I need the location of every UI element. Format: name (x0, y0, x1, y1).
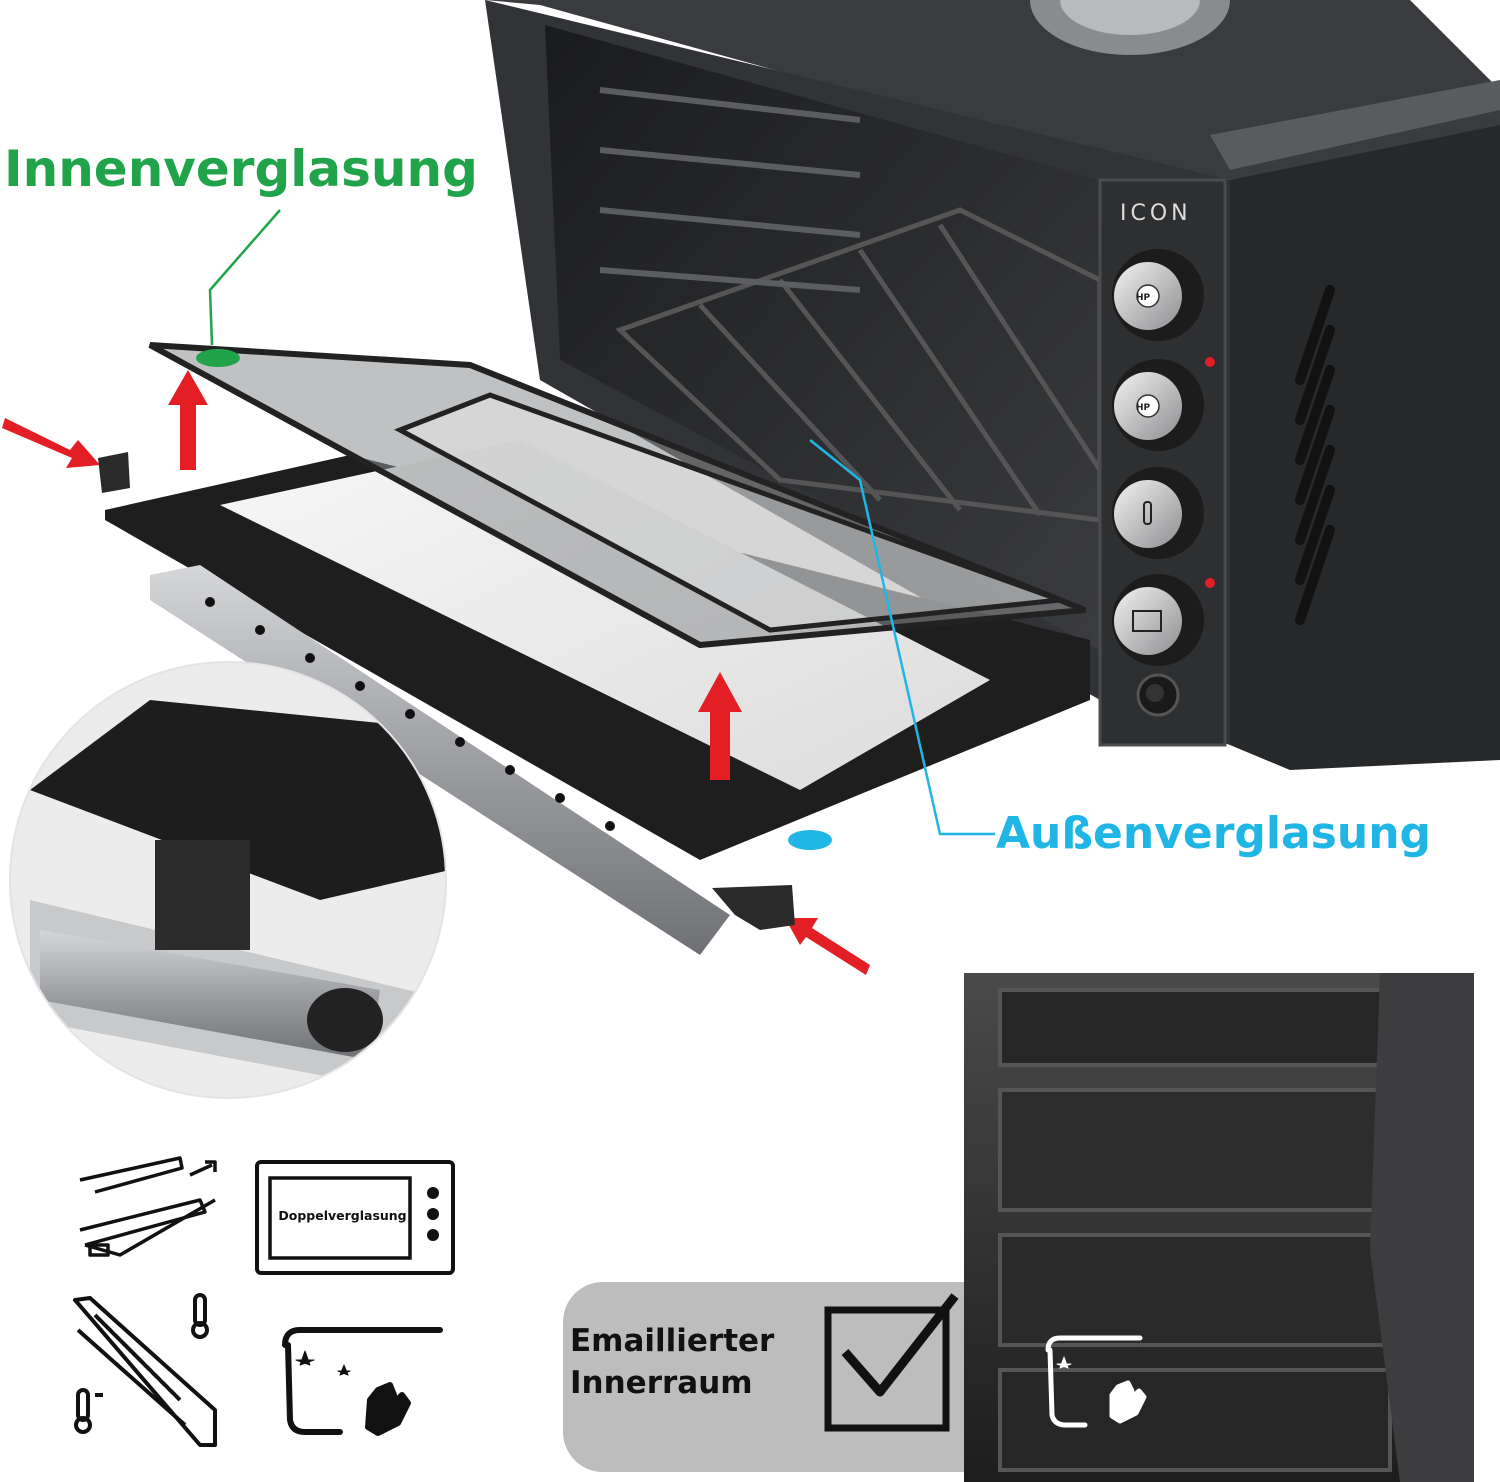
door-temperature-icon (73, 1293, 217, 1447)
outer-glass-pane (220, 440, 990, 790)
door-clip (98, 452, 130, 493)
temperature-knob[interactable] (1112, 467, 1204, 559)
oven (485, 0, 1500, 770)
knob-2[interactable] (1112, 359, 1204, 451)
side-vents (1295, 285, 1335, 625)
easy-clean-icon (1045, 1335, 1147, 1428)
arrow-up-icon (698, 672, 742, 780)
enamel-feature-text: Emaillierter Innerraum (570, 1320, 774, 1404)
knob-1[interactable] (1112, 249, 1204, 341)
outer-glazing-leader (788, 439, 995, 850)
mode-knob[interactable] (1112, 574, 1204, 666)
indicator-light (1205, 357, 1215, 367)
inner-glazing-leader (196, 209, 281, 367)
handle-detail-circle (10, 662, 446, 1098)
inner-glazing-label: Innenverglasung (4, 140, 478, 198)
thermometer-icon (1143, 501, 1152, 525)
control-panel (1098, 178, 1227, 747)
inner-glass-pane (148, 342, 1087, 649)
arrow-left-icon (785, 918, 870, 975)
outer-glazing-label: Außenverglasung (996, 808, 1432, 859)
removable-door-icon (79, 1156, 217, 1257)
enamel-interior-photo (964, 973, 1474, 1482)
oven-cavity (545, 25, 1100, 650)
arrow-up-icon (168, 370, 208, 470)
knob-2-label: HP (1136, 403, 1151, 413)
enamel-line-2: Innerraum (570, 1365, 753, 1401)
door-clip (712, 885, 795, 930)
double-glazing-label: Doppelverglasung (278, 1208, 407, 1223)
indicator-light (1205, 578, 1215, 588)
oven-mode-icon (1132, 610, 1162, 632)
door-handle (150, 565, 730, 955)
oven-rack (615, 207, 1103, 523)
knob-1-label: HP (1136, 293, 1151, 303)
oven-door (105, 440, 1090, 955)
enamel-line-1: Emaillierter (570, 1323, 775, 1359)
brand-logo: ICON (1120, 201, 1192, 226)
hot-plate (1030, 0, 1230, 55)
arrow-right-icon (2, 418, 100, 468)
power-button[interactable] (1136, 673, 1180, 717)
easy-clean-icon (282, 1327, 443, 1436)
